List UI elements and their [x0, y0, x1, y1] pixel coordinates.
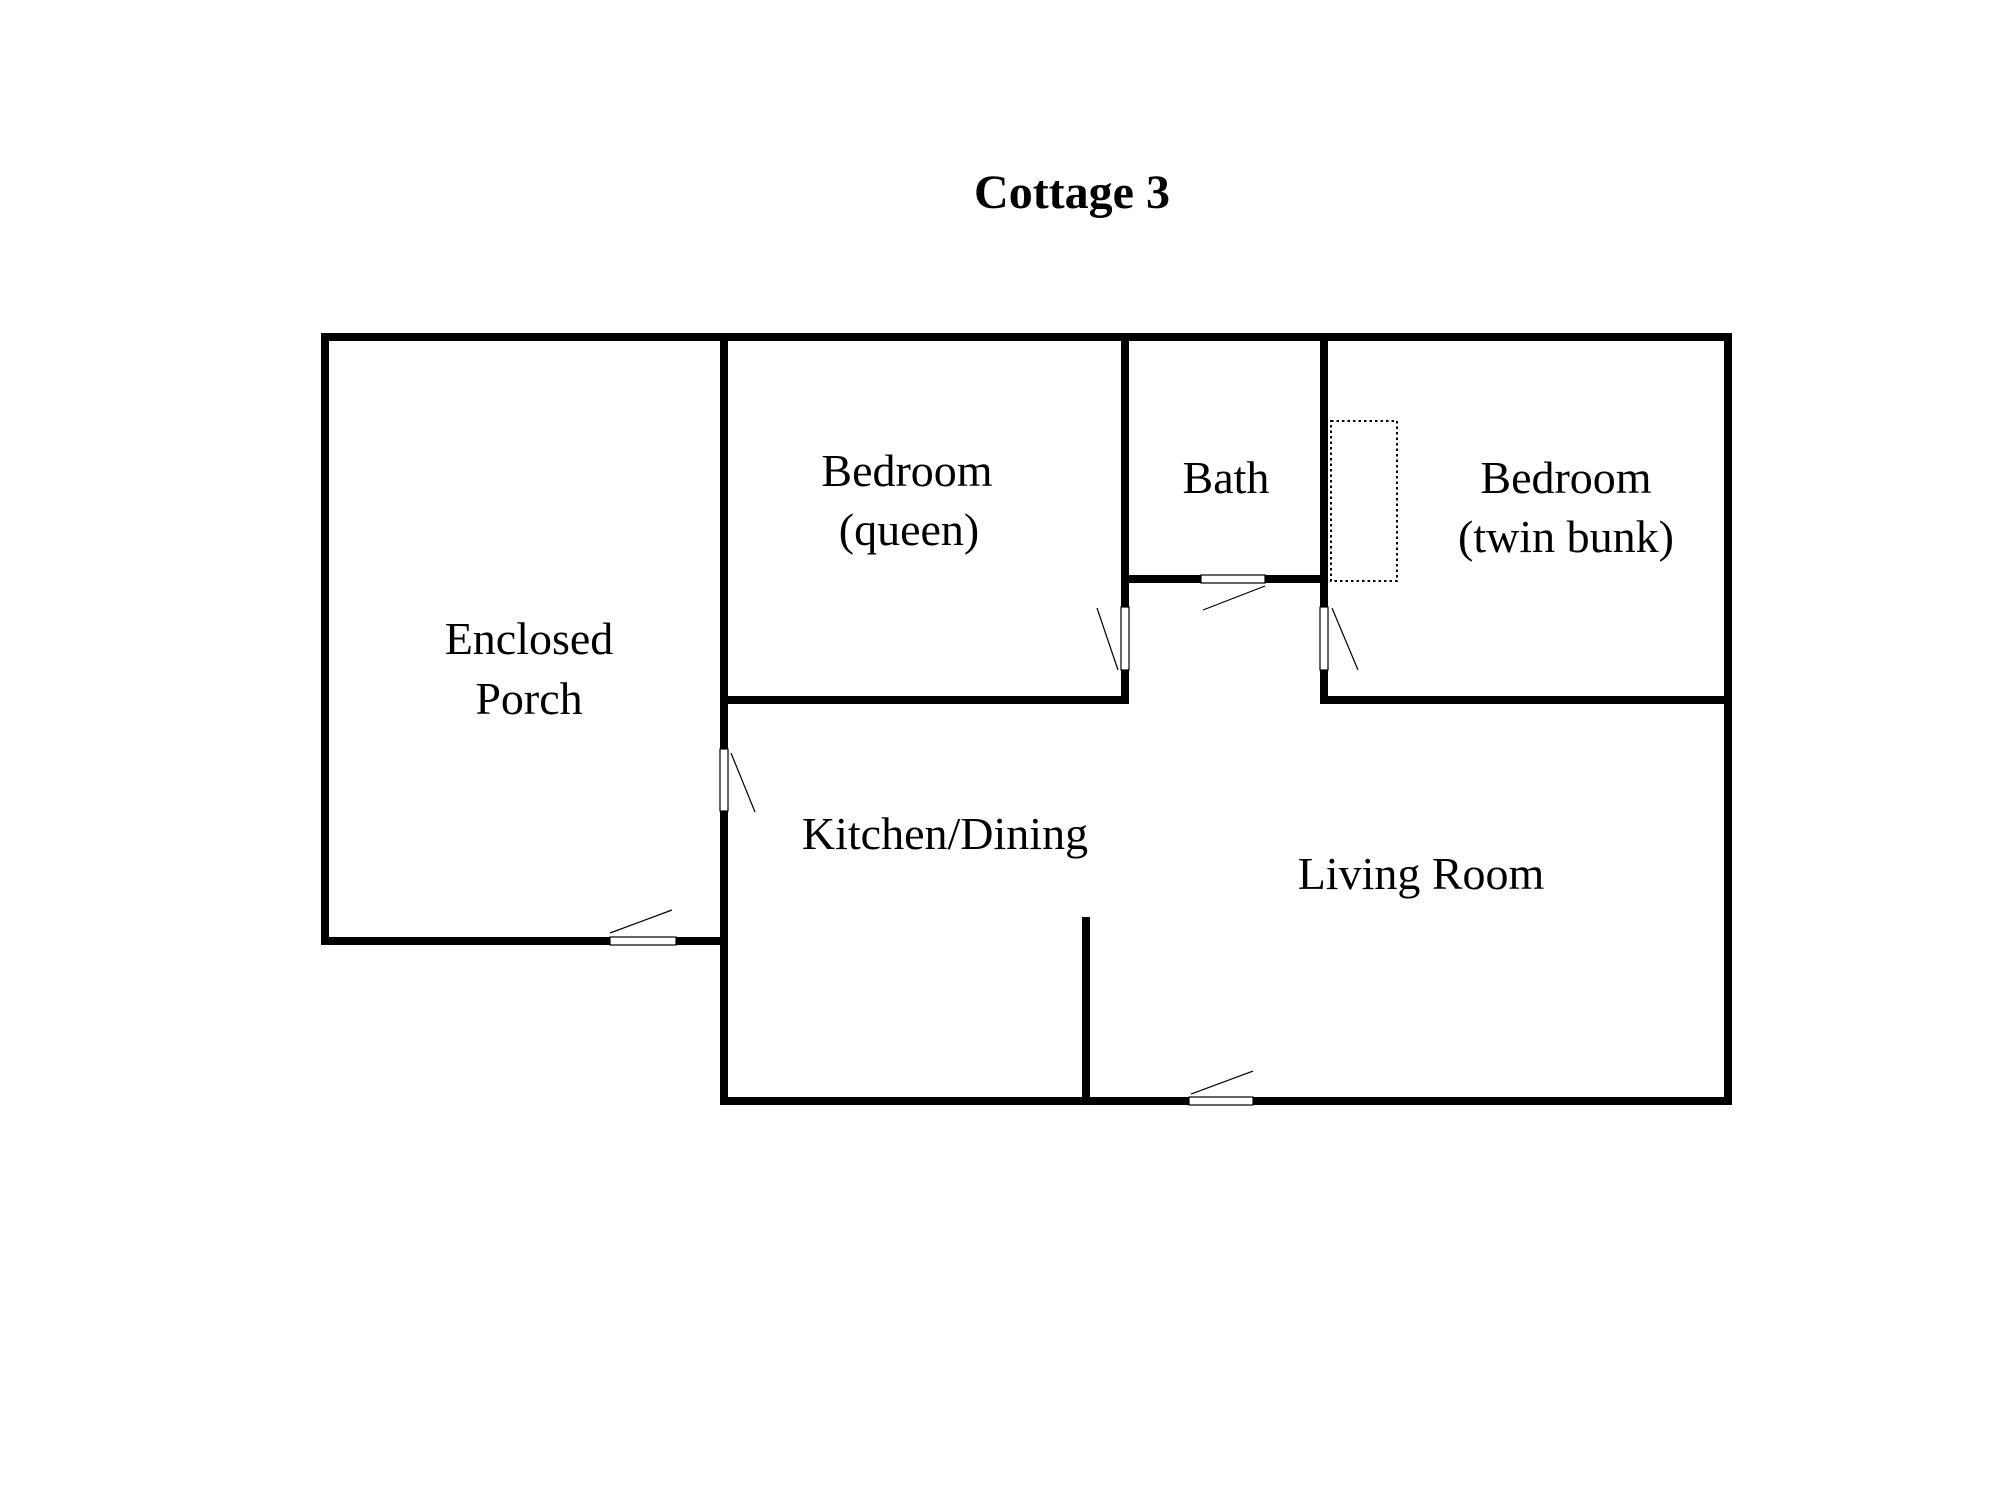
door-bedroom-queen	[1096, 606, 1130, 671]
label-enclosed-porch-line1: Enclosed	[445, 613, 614, 664]
room-labels: Enclosed Porch Bedroom (queen) Bath Bedr…	[445, 445, 1674, 899]
door-porch-kitchen	[719, 748, 756, 813]
label-bedroom-queen-line2: (queen)	[839, 504, 979, 555]
label-bedroom-twin-line2: (twin bunk)	[1458, 511, 1674, 562]
label-enclosed-porch-line2: Porch	[475, 673, 582, 724]
label-bedroom-twin-line1: Bedroom	[1480, 452, 1651, 503]
label-living-room: Living Room	[1298, 848, 1545, 899]
closet-twin-bedroom	[1330, 420, 1398, 582]
door-bath	[1200, 574, 1266, 611]
doors	[609, 574, 1359, 1106]
plan-title: Cottage 3	[974, 166, 1170, 219]
door-living-exterior	[1188, 1070, 1254, 1106]
door-porch-exterior	[609, 909, 677, 946]
walls	[321, 333, 1732, 1105]
door-bedroom-twin	[1319, 606, 1359, 671]
label-bath: Bath	[1183, 452, 1270, 503]
label-bedroom-queen-line1: Bedroom	[821, 445, 992, 496]
label-kitchen-dining: Kitchen/Dining	[802, 808, 1088, 859]
